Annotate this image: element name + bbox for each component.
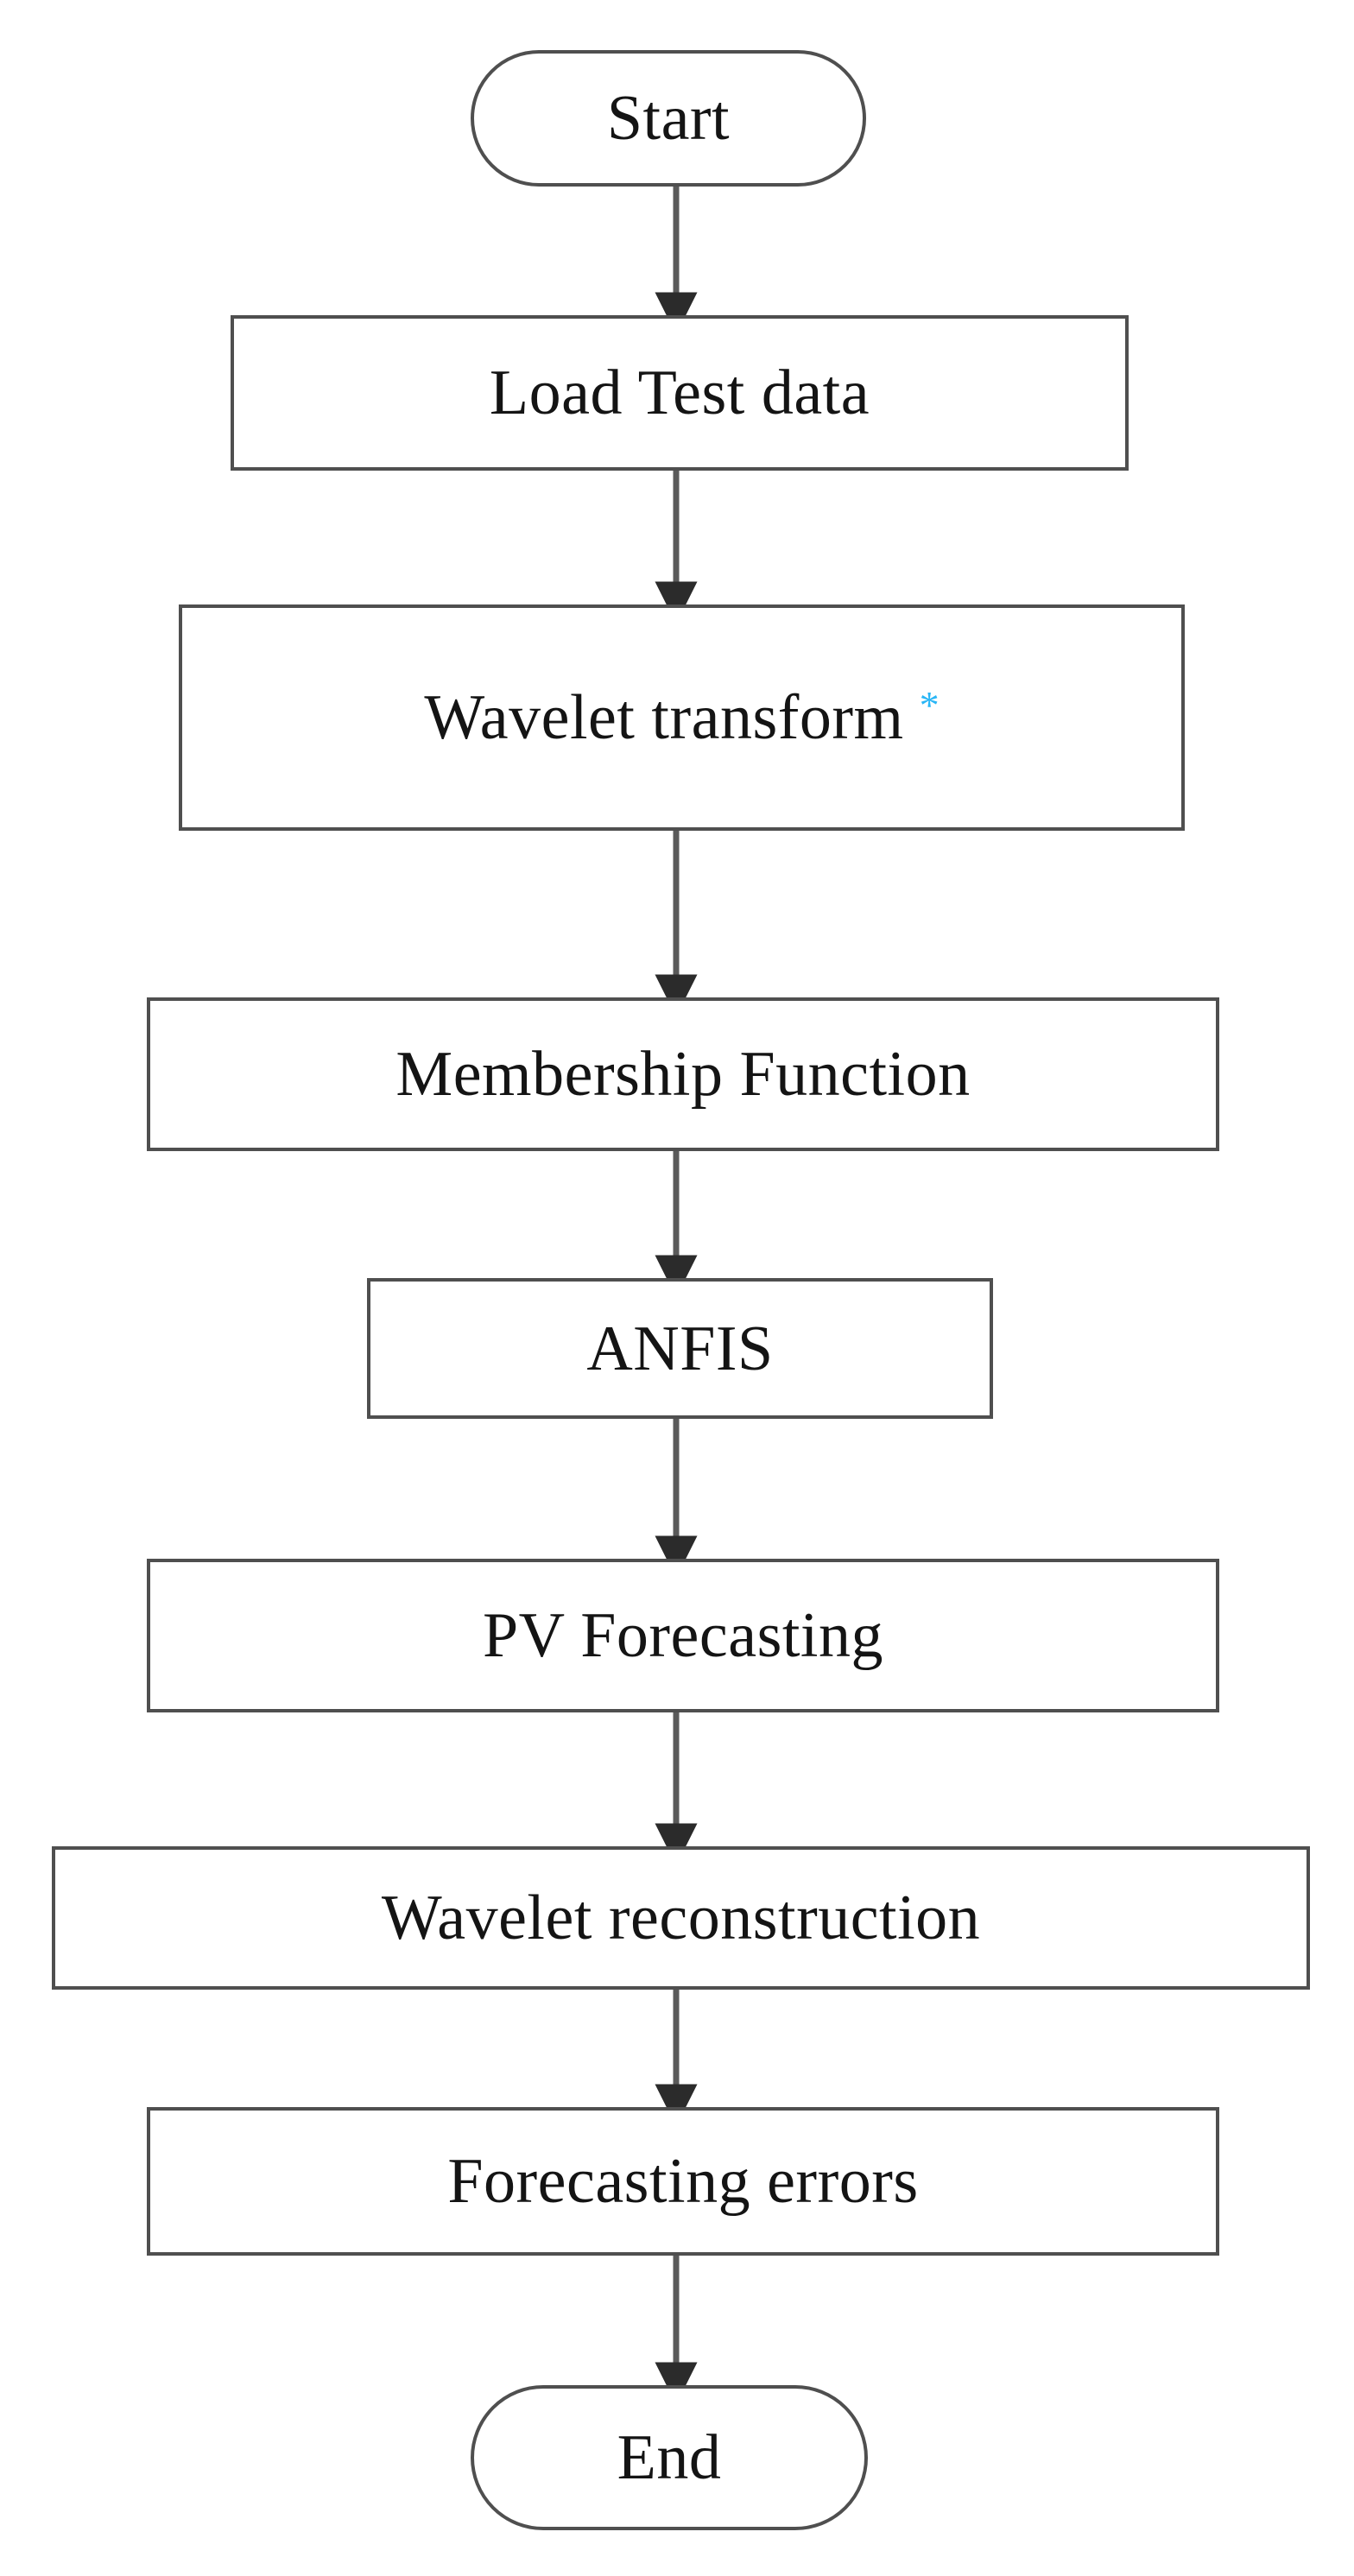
node-anfis[interactable]: ANFIS (367, 1278, 993, 1419)
node-end-label: End (617, 2422, 722, 2493)
node-pv-forecasting[interactable]: PV Forecasting (147, 1559, 1219, 1712)
node-start-label: Start (606, 83, 731, 154)
node-wavelet-transform-label: Wavelet transform (424, 682, 904, 753)
node-load-test-data-label: Load Test data (489, 358, 870, 428)
node-membership-function[interactable]: Membership Function (147, 997, 1219, 1151)
node-wavelet-transform[interactable]: Wavelet transform * (179, 604, 1185, 831)
node-pv-forecasting-label: PV Forecasting (482, 1600, 883, 1671)
node-forecasting-errors-label: Forecasting errors (447, 2146, 919, 2217)
node-end[interactable]: End (471, 2385, 868, 2530)
asterisk-marker-icon: * (919, 683, 940, 728)
node-wavelet-reconstruction-label: Wavelet reconstruction (381, 1883, 981, 1953)
node-membership-function-label: Membership Function (395, 1039, 971, 1110)
node-anfis-label: ANFIS (586, 1313, 774, 1384)
node-start[interactable]: Start (471, 50, 866, 187)
node-wavelet-reconstruction[interactable]: Wavelet reconstruction (52, 1846, 1310, 1990)
node-load-test-data[interactable]: Load Test data (231, 315, 1129, 471)
node-forecasting-errors[interactable]: Forecasting errors (147, 2107, 1219, 2256)
